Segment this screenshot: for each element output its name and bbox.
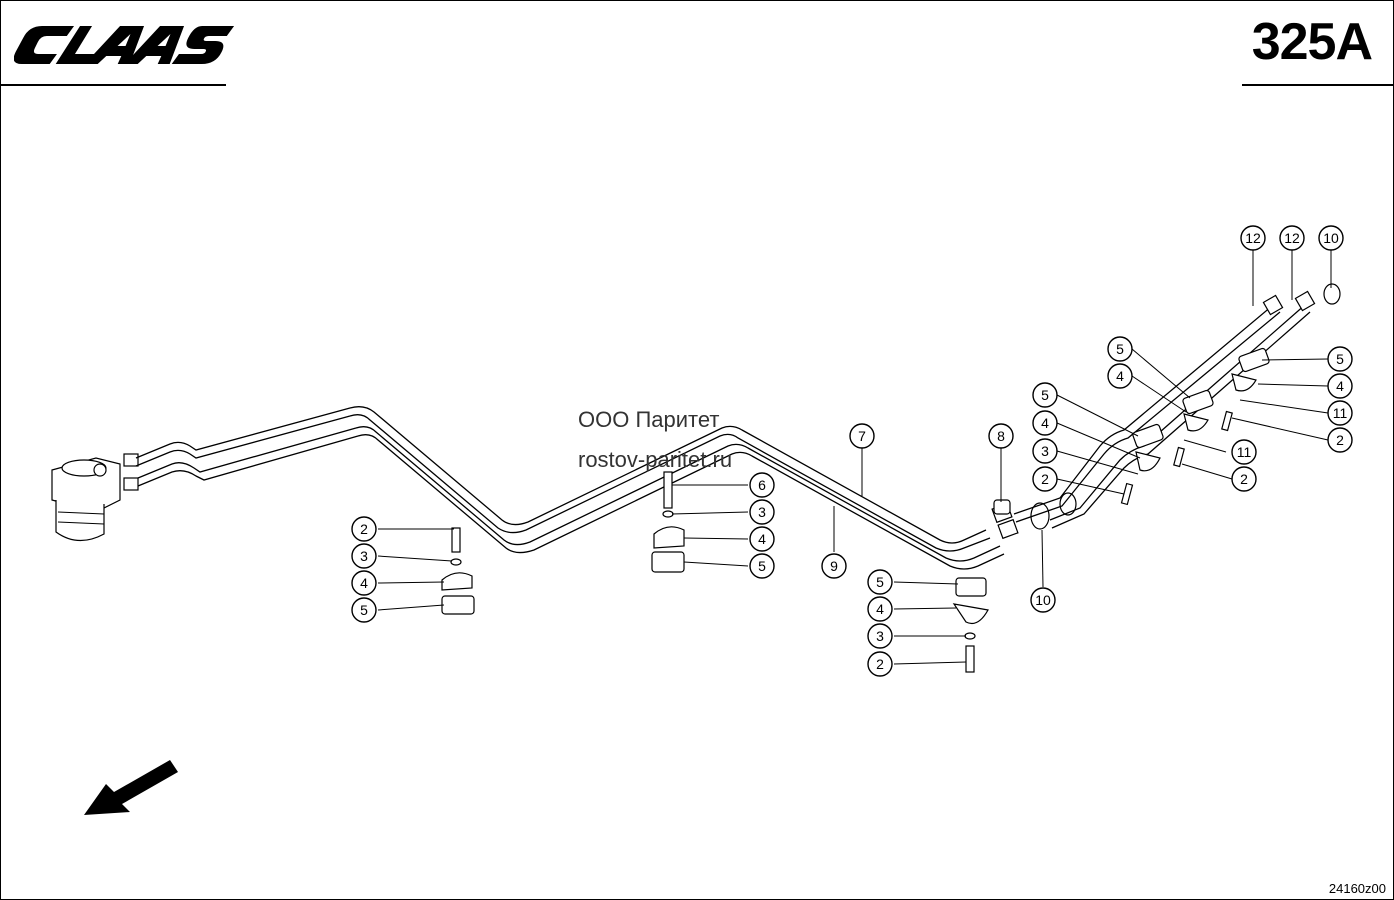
- svg-text:5: 5: [758, 558, 766, 574]
- svg-text:5: 5: [876, 574, 884, 590]
- callout-2b: 2: [1327, 427, 1353, 453]
- svg-text:8: 8: [997, 428, 1005, 444]
- svg-text:2: 2: [360, 521, 368, 537]
- callout-5a: 5: [1107, 336, 1133, 362]
- callout-11b: 11: [1327, 400, 1353, 426]
- svg-text:4: 4: [1041, 415, 1049, 431]
- callout-3c: 3: [1032, 438, 1058, 464]
- callout-8: 8: [988, 423, 1014, 449]
- clamp-group-left: [441, 527, 475, 615]
- svg-text:5: 5: [1116, 341, 1124, 357]
- svg-text:5: 5: [360, 602, 368, 618]
- svg-text:2: 2: [1041, 471, 1049, 487]
- callout-4c: 4: [1032, 410, 1058, 436]
- callout-4d: 4: [749, 526, 775, 552]
- clamp-group-lower-right: [952, 577, 989, 673]
- svg-text:5: 5: [1041, 387, 1049, 403]
- callout-11a: 11: [1231, 439, 1257, 465]
- svg-text:3: 3: [758, 504, 766, 520]
- callout-3f: 3: [867, 623, 893, 649]
- page-number: 325A: [1251, 13, 1373, 71]
- direction-arrow: [84, 760, 178, 815]
- svg-text:11: 11: [1237, 444, 1252, 460]
- callout-4a: 4: [1107, 363, 1133, 389]
- callout-7: 7: [849, 423, 875, 449]
- callout-3d: 3: [749, 499, 775, 525]
- svg-text:3: 3: [876, 628, 884, 644]
- svg-text:9: 9: [830, 558, 838, 574]
- clamp-8: [993, 499, 1011, 515]
- callout-2c: 2: [1032, 466, 1058, 492]
- callout-2e: 2: [351, 516, 377, 542]
- svg-text:10: 10: [1323, 230, 1339, 246]
- callout-2a: 2: [1231, 466, 1257, 492]
- leader-lines: [377, 250, 1332, 665]
- clamp-group-right: [1120, 347, 1270, 506]
- svg-text:3: 3: [1041, 443, 1049, 459]
- callout-5c: 5: [1032, 382, 1058, 408]
- svg-text:3: 3: [360, 548, 368, 564]
- drawing-code: 24160z00: [1328, 881, 1386, 896]
- svg-text:4: 4: [758, 531, 766, 547]
- svg-text:2: 2: [1240, 471, 1248, 487]
- callout-12b: 12: [1279, 225, 1305, 251]
- svg-text:2: 2: [1336, 432, 1344, 448]
- steering-unit: [51, 453, 139, 542]
- callout-9: 9: [821, 553, 847, 579]
- claas-logo: [14, 26, 234, 64]
- svg-text:5: 5: [1336, 351, 1344, 367]
- watermark-company: ООО Паритет: [578, 407, 720, 432]
- callout-4e: 4: [351, 570, 377, 596]
- svg-text:7: 7: [858, 428, 866, 444]
- watermark-url: rostov-paritet.ru: [578, 447, 733, 472]
- callout-5d: 5: [749, 553, 775, 579]
- callout-10b: 10: [1030, 587, 1056, 613]
- svg-text:6: 6: [758, 477, 766, 493]
- callout-3e: 3: [351, 543, 377, 569]
- right-fittings: [991, 283, 1341, 540]
- page-number-underline: [1242, 84, 1394, 86]
- svg-text:4: 4: [876, 601, 884, 617]
- svg-text:11: 11: [1333, 405, 1348, 421]
- callout-2f: 2: [867, 651, 893, 677]
- svg-text:4: 4: [1116, 368, 1124, 384]
- clamp-group-center: [651, 471, 685, 573]
- callout-4b: 4: [1327, 373, 1353, 399]
- pipe-bundle: [135, 406, 1005, 570]
- svg-text:12: 12: [1245, 230, 1261, 246]
- svg-text:4: 4: [1336, 378, 1344, 394]
- svg-text:2: 2: [876, 656, 884, 672]
- callout-5e: 5: [351, 597, 377, 623]
- callout-12a: 12: [1240, 225, 1266, 251]
- callout-6: 6: [749, 472, 775, 498]
- callout-5f: 5: [867, 569, 893, 595]
- svg-text:10: 10: [1035, 592, 1051, 608]
- svg-text:12: 12: [1284, 230, 1300, 246]
- callout-10a: 10: [1318, 225, 1344, 251]
- watermark: ООО Паритет rostov-paritet.ru: [578, 400, 732, 480]
- svg-text:4: 4: [360, 575, 368, 591]
- callout-5b: 5: [1327, 346, 1353, 372]
- logo-underline: [0, 84, 226, 86]
- callout-4f: 4: [867, 596, 893, 622]
